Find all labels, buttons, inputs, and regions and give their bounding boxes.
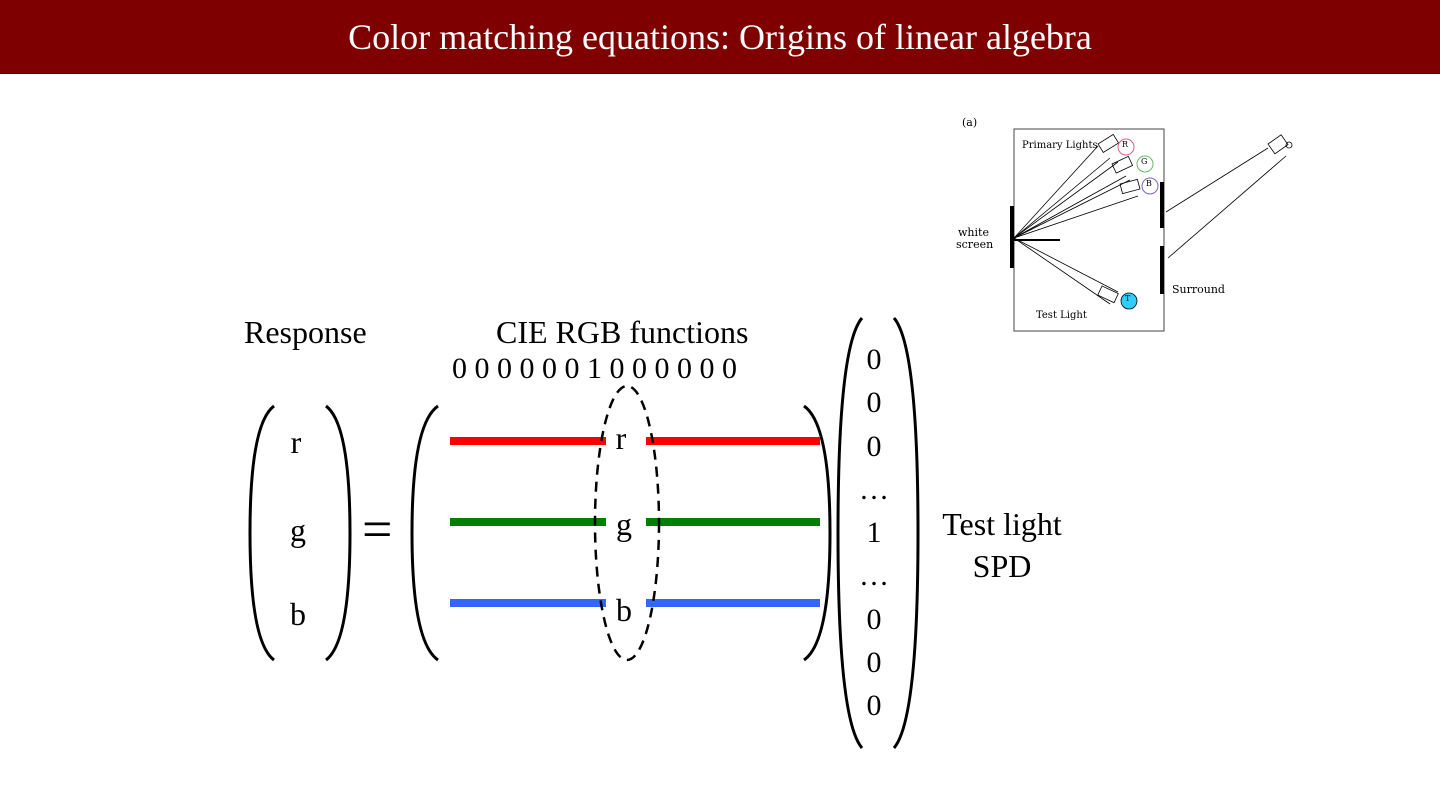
panel-label: (a): [962, 116, 978, 129]
lamp-b-label: B: [1146, 179, 1152, 188]
r-function-bar-right: [646, 437, 820, 445]
lamp-r-label: R: [1122, 140, 1129, 149]
matrix-b: b: [616, 592, 632, 628]
spd-vector: 0 0 0 … 1 … 0 0 0: [852, 338, 896, 728]
spd-value: 0: [866, 429, 882, 463]
spd-right-paren: [892, 317, 920, 749]
spd-value: 0: [866, 646, 882, 680]
index-row: 0 0 0 0 0 0 1 0 0 0 0 0 0: [452, 352, 737, 385]
spd-value: 0: [866, 386, 882, 420]
test-light-label: Test light: [942, 506, 1062, 542]
response-label: Response: [244, 314, 367, 350]
matrix-right-paren: [803, 404, 832, 662]
r-function-bar-left: [450, 437, 606, 445]
primary-lights-label: Primary Lights: [1022, 140, 1098, 151]
g-function-bar-left: [450, 518, 606, 526]
surround-label: Surround: [1172, 283, 1225, 296]
white-label: white: [958, 226, 989, 239]
response-right-paren: [325, 404, 352, 662]
spd-value: 0: [866, 689, 882, 723]
test-light-apparatus-label: Test Light: [1036, 310, 1087, 321]
response-g: g: [290, 512, 306, 548]
cie-rgb-label: CIE RGB functions: [496, 314, 749, 350]
spd-value: …: [859, 472, 889, 506]
g-function-bar-right: [646, 518, 820, 526]
spd-label: SPD: [972, 548, 1032, 584]
lamp-t-label: T: [1125, 294, 1131, 303]
matrix-g: g: [616, 506, 632, 542]
color-matching-apparatus-diagram: (a) Primary Lights white screen Test Lig…: [950, 108, 1300, 338]
response-left-paren: [248, 404, 275, 662]
title-bar: Color matching equations: Origins of lin…: [0, 0, 1440, 74]
spd-value: 0: [866, 343, 882, 376]
spd-value: 1: [866, 516, 882, 550]
response-b: b: [290, 596, 306, 632]
equals-sign: =: [362, 499, 393, 559]
slide-title: Color matching equations: Origins of lin…: [348, 16, 1092, 57]
matrix-left-paren: [410, 404, 439, 662]
screen-label: screen: [956, 238, 994, 251]
b-function-bar-right: [646, 599, 820, 607]
response-r: r: [290, 424, 302, 460]
spd-value: …: [859, 559, 889, 593]
lamp-g-label: G: [1141, 157, 1148, 166]
spd-left-paren: [836, 317, 864, 749]
matrix-r: r: [615, 420, 627, 456]
b-function-bar-left: [450, 599, 606, 607]
selected-column-ellipse: [593, 384, 661, 662]
spd-value: 0: [866, 602, 882, 636]
